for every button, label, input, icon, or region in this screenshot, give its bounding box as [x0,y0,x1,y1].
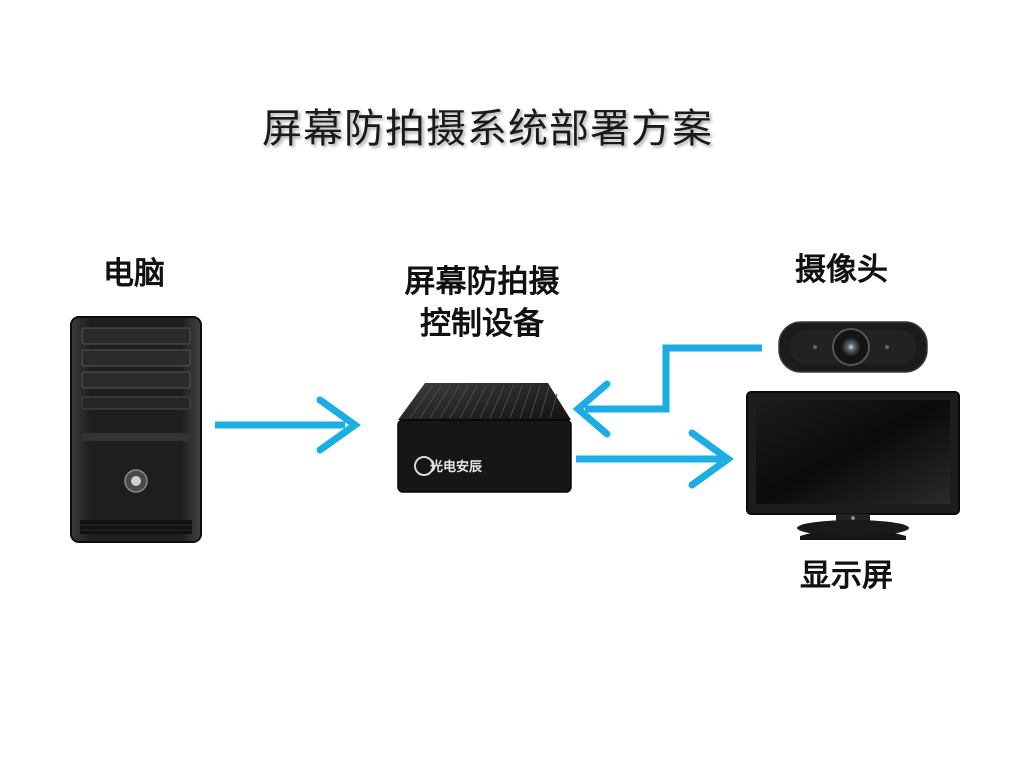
controller-label: 屏幕防拍摄 控制设备 [393,262,571,346]
controller-label-line1: 屏幕防拍摄 [404,264,560,300]
monitor-icon [746,391,960,540]
monitor-label: 显示屏 [800,558,893,594]
arrow-controller-to-monitor [576,429,734,489]
controller-label-line2: 控制设备 [420,305,544,342]
camera-label: 摄像头 [795,252,888,288]
webcam-icon [778,321,928,373]
page-title: 屏幕防拍摄系统部署方案 [262,106,713,152]
pc-tower-icon [70,316,202,543]
controller-box-icon: 光电安辰 [397,383,572,493]
arrow-camera-to-controller [572,344,762,438]
device-brand-logo: 光电安辰 [414,456,483,476]
arrow-pc-to-controller [215,396,362,454]
computer-label: 电脑 [103,256,165,292]
device-brand-text: 光电安辰 [429,459,483,475]
